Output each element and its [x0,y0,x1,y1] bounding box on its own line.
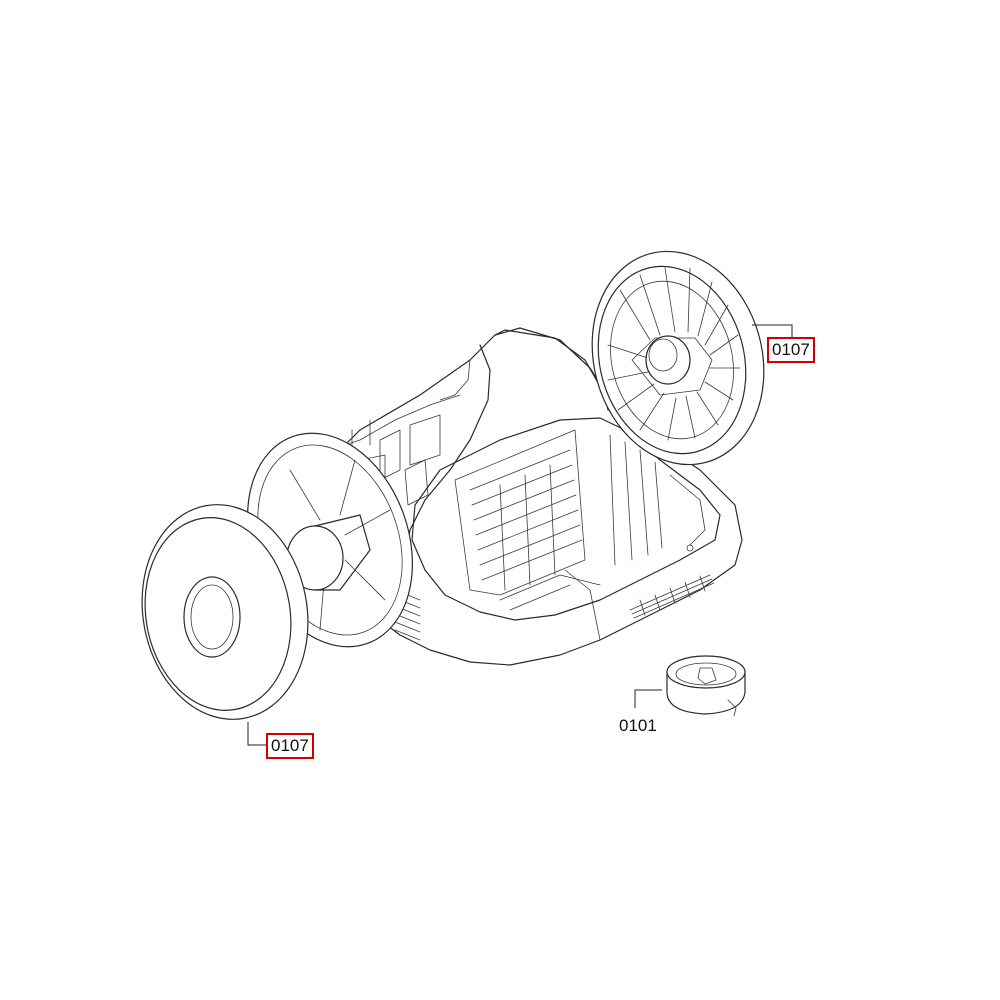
leader-wheel-cap [634,689,662,708]
wheel-cap [666,655,746,717]
part-number-label-right-wheel: 0107 [767,337,815,363]
left-axle-hub [247,432,413,648]
leader-left-wheel [247,722,266,746]
leader-right-wheel [752,324,793,337]
part-number-label-left-wheel: 0107 [266,733,314,759]
right-wheel [591,250,765,466]
left-wheel [141,504,309,720]
leader-lines [247,324,793,746]
part-number-label-wheel-cap: 0101 [619,716,657,735]
